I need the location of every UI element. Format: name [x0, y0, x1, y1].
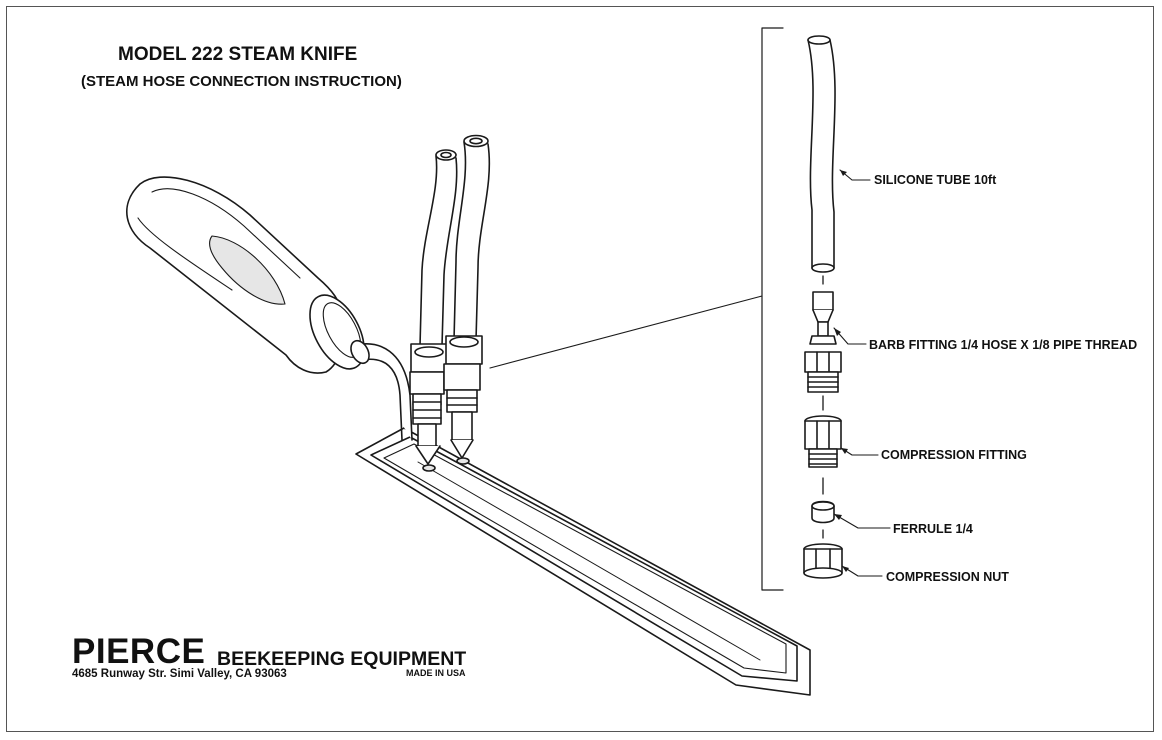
barb-fitting-icon — [804, 291, 842, 411]
attached-tube-left-icon — [419, 149, 458, 347]
callout-arrowheads — [834, 170, 849, 572]
callout-compression-fitting: COMPRESSION FITTING — [881, 448, 1027, 462]
diagram-title: MODEL 222 STEAM KNIFE — [118, 44, 358, 65]
company-tagline: BEEKEEPING EQUIPMENT — [217, 648, 467, 670]
callout-leaders — [833, 169, 891, 577]
diagram-subtitle: (STEAM HOSE CONNECTION INSTRUCTION) — [81, 73, 402, 90]
border-frame — [6, 6, 1154, 732]
callout-ferrule: FERRULE 1/4 — [893, 522, 973, 536]
callout-silicone-tube: SILICONE TUBE 10ft — [874, 173, 997, 187]
compression-nut-icon — [803, 543, 843, 579]
compression-fitting-icon — [804, 415, 842, 495]
attached-fittings-left-icon — [409, 343, 448, 472]
callout-barb-fitting: BARB FITTING 1/4 HOSE X 1/8 PIPE THREAD — [869, 338, 1138, 352]
company-name: PIERCE — [72, 632, 206, 671]
ferrule-icon — [811, 500, 835, 539]
attached-tube-right-icon — [453, 134, 491, 341]
silicone-tube-icon — [807, 35, 836, 285]
attached-fittings-right-icon — [443, 335, 483, 465]
callout-compression-nut: COMPRESSION NUT — [886, 570, 1009, 584]
knife-handle-icon — [126, 176, 413, 441]
knife-blade-icon — [355, 427, 811, 696]
exploded-view-bracket — [761, 27, 784, 591]
company-address: 4685 Runway Str. Simi Valley, CA 93063 — [72, 668, 287, 680]
made-in-label: MADE IN USA — [406, 668, 466, 678]
assembly-leader-line — [489, 295, 763, 369]
